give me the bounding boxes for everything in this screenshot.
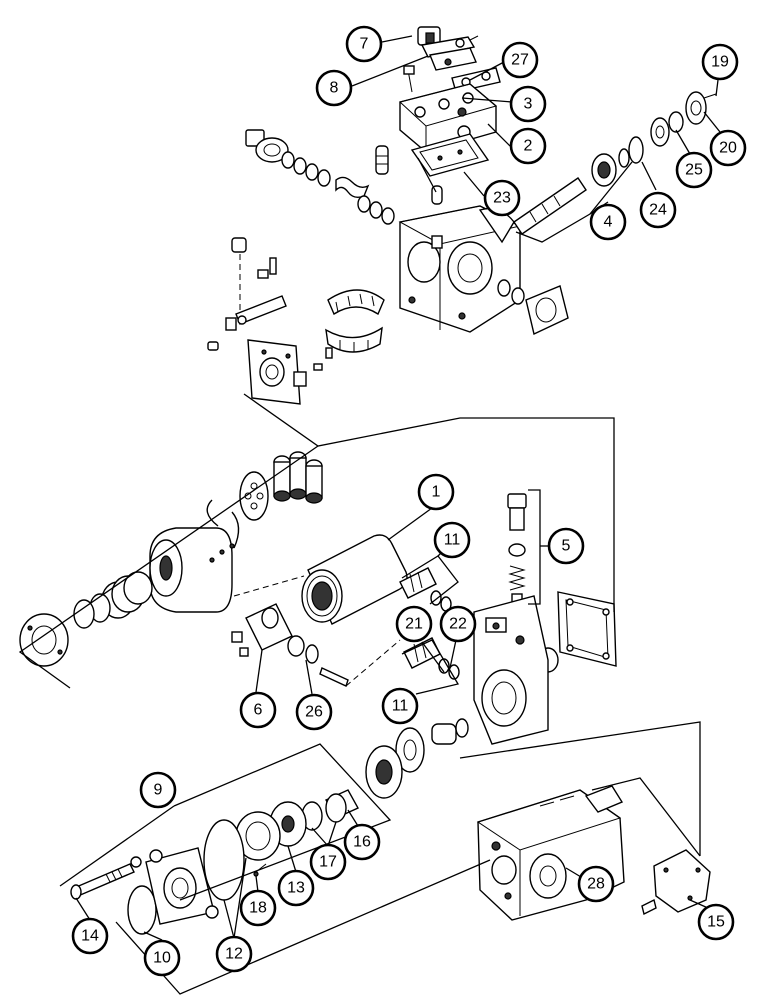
callout-9: 9 xyxy=(139,771,177,809)
callout-label: 21 xyxy=(405,616,423,633)
callout-bubbles: 1 2 3 4 5 6 7 8 9 10 11 11 12 13 14 15 1… xyxy=(71,25,747,977)
callout-24: 24 xyxy=(639,191,677,229)
callout-label: 15 xyxy=(707,914,725,931)
callout-26: 26 xyxy=(295,693,333,731)
callout-label: 13 xyxy=(287,880,305,897)
end-cover-and-gasket xyxy=(473,591,617,745)
callout-label: 20 xyxy=(719,140,737,157)
swashplate-end-plate xyxy=(247,339,307,405)
callout-label: 2 xyxy=(524,138,533,155)
callout-label: 27 xyxy=(511,52,529,69)
callout-label: 14 xyxy=(81,928,99,945)
callout-label: 11 xyxy=(392,698,409,715)
charge-pump-adapter xyxy=(231,575,349,687)
callout-label: 1 xyxy=(432,484,441,501)
callout-27: 27 xyxy=(501,41,539,79)
callout-label: 19 xyxy=(711,54,729,71)
callout-20: 20 xyxy=(709,129,747,167)
callout-label: 25 xyxy=(685,162,703,179)
callout-7: 7 xyxy=(345,25,383,63)
callout-22: 22 xyxy=(439,605,477,643)
solenoid-valve-assembly xyxy=(398,26,501,153)
control-gasket-and-spool xyxy=(375,133,490,205)
callout-label: 22 xyxy=(449,616,467,633)
callout-8: 8 xyxy=(315,69,353,107)
callout-25: 25 xyxy=(675,151,713,189)
callout-10: 10 xyxy=(143,939,181,977)
callout-28: 28 xyxy=(577,865,615,903)
main-pump-housing xyxy=(398,205,522,333)
callout-label: 10 xyxy=(153,950,171,967)
callout-21: 21 xyxy=(395,605,433,643)
leader-lines xyxy=(18,35,721,995)
callout-17: 17 xyxy=(309,843,347,881)
callout-14: 14 xyxy=(71,917,109,955)
callout-label: 9 xyxy=(154,782,163,799)
callout-label: 26 xyxy=(305,704,323,721)
callout-label: 28 xyxy=(587,876,605,893)
servo-piston-and-rings xyxy=(245,129,395,225)
callout-2: 2 xyxy=(509,127,547,165)
callout-label: 8 xyxy=(330,80,339,97)
callout-16: 16 xyxy=(343,823,381,861)
callout-5: 5 xyxy=(547,527,585,565)
callout-label: 17 xyxy=(319,854,337,871)
swashplate-bearings xyxy=(325,289,385,353)
callout-label: 11 xyxy=(444,532,461,549)
input-shaft-and-bearing xyxy=(513,91,717,235)
part-illustrations xyxy=(19,26,717,935)
callout-label: 18 xyxy=(249,900,267,917)
callout-label: 23 xyxy=(493,190,511,207)
callout-15: 15 xyxy=(697,903,735,941)
callout-label: 24 xyxy=(649,202,667,219)
callout-label: 6 xyxy=(254,702,263,719)
callout-13: 13 xyxy=(277,869,315,907)
callout-label: 12 xyxy=(225,946,243,963)
callout-11-lower: 11 xyxy=(381,687,419,725)
callout-label: 5 xyxy=(562,538,571,555)
access-cover xyxy=(641,849,711,916)
callout-label: 7 xyxy=(360,36,369,53)
valve-plate-and-bearing xyxy=(365,718,469,799)
callout-1: 1 xyxy=(417,473,455,511)
callout-19: 19 xyxy=(701,43,739,81)
pressure-control-valve xyxy=(507,493,527,603)
callout-4: 4 xyxy=(589,203,627,241)
callout-label: 16 xyxy=(353,834,371,851)
callout-6: 6 xyxy=(239,691,277,729)
charge-pump-components xyxy=(70,789,359,935)
rotating-group xyxy=(19,451,323,667)
callout-label: 4 xyxy=(604,214,613,231)
callout-label: 3 xyxy=(524,96,533,113)
callout-11-upper: 11 xyxy=(433,521,471,559)
callout-18: 18 xyxy=(239,889,277,927)
callout-3: 3 xyxy=(509,85,547,123)
callout-23: 23 xyxy=(483,179,521,217)
housing-cover-cap xyxy=(497,279,569,336)
callout-12: 12 xyxy=(215,935,253,973)
filter-cartridge xyxy=(301,534,408,625)
control-linkage xyxy=(207,237,333,371)
